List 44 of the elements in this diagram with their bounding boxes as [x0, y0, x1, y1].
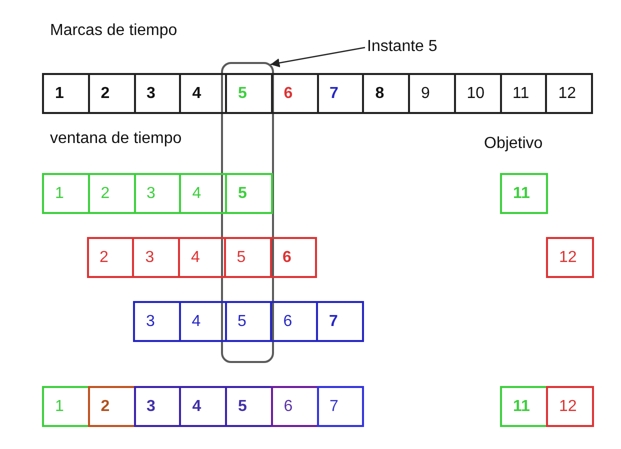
- window-cell: 5: [224, 301, 272, 342]
- target-cell: 11: [500, 386, 548, 427]
- timestamp-cell: 3: [134, 73, 182, 114]
- timestamp-cell: 1: [42, 73, 90, 114]
- window-cell: 5: [225, 173, 273, 214]
- timestamp-cell: 8: [362, 73, 410, 114]
- target-label: Objetivo: [484, 134, 543, 153]
- window-cell: 4: [179, 386, 227, 427]
- window-cell: 1: [42, 386, 90, 427]
- window-cell: 7: [316, 301, 364, 342]
- window-cell: 3: [133, 301, 181, 342]
- timestamp-cell: 7: [316, 73, 364, 114]
- window-cell: 6: [270, 301, 318, 342]
- window-cell: 2: [86, 237, 134, 278]
- window-cell: 6: [270, 386, 318, 427]
- window-cell: 2: [88, 386, 136, 427]
- timestamp-cell: 9: [408, 73, 456, 114]
- target-cell: 12: [546, 386, 594, 427]
- target-cell: 11: [500, 173, 548, 214]
- timestamp-cell: 6: [270, 73, 318, 114]
- timestamp-cell: 4: [179, 73, 227, 114]
- window-cell: 1: [42, 173, 90, 214]
- timestamp-cell: 11: [500, 73, 548, 114]
- window-cell: 2: [88, 173, 136, 214]
- annotation-label: Instante 5: [367, 37, 438, 56]
- window-cell: 4: [178, 301, 226, 342]
- window-cell: 5: [224, 237, 272, 278]
- window-cell: 7: [316, 386, 364, 427]
- timestamp-cell: 10: [454, 73, 502, 114]
- window-cell: 4: [179, 173, 227, 214]
- timestamp-cell: 2: [88, 73, 136, 114]
- window-cell: 3: [134, 173, 182, 214]
- section-label: ventana de tiempo: [50, 129, 182, 148]
- window-cell: 5: [225, 386, 273, 427]
- timestamp-cell: 5: [225, 73, 273, 114]
- window-cell: 6: [270, 237, 318, 278]
- window-cell: 4: [178, 237, 226, 278]
- arrow: [270, 46, 366, 68]
- timestamp-cell: 12: [545, 73, 593, 114]
- section-label: Marcas de tiempo: [50, 21, 178, 40]
- target-cell: 12: [546, 237, 594, 278]
- window-cell: 3: [132, 237, 180, 278]
- highlight-frame: [221, 62, 274, 363]
- window-cell: 3: [134, 386, 182, 427]
